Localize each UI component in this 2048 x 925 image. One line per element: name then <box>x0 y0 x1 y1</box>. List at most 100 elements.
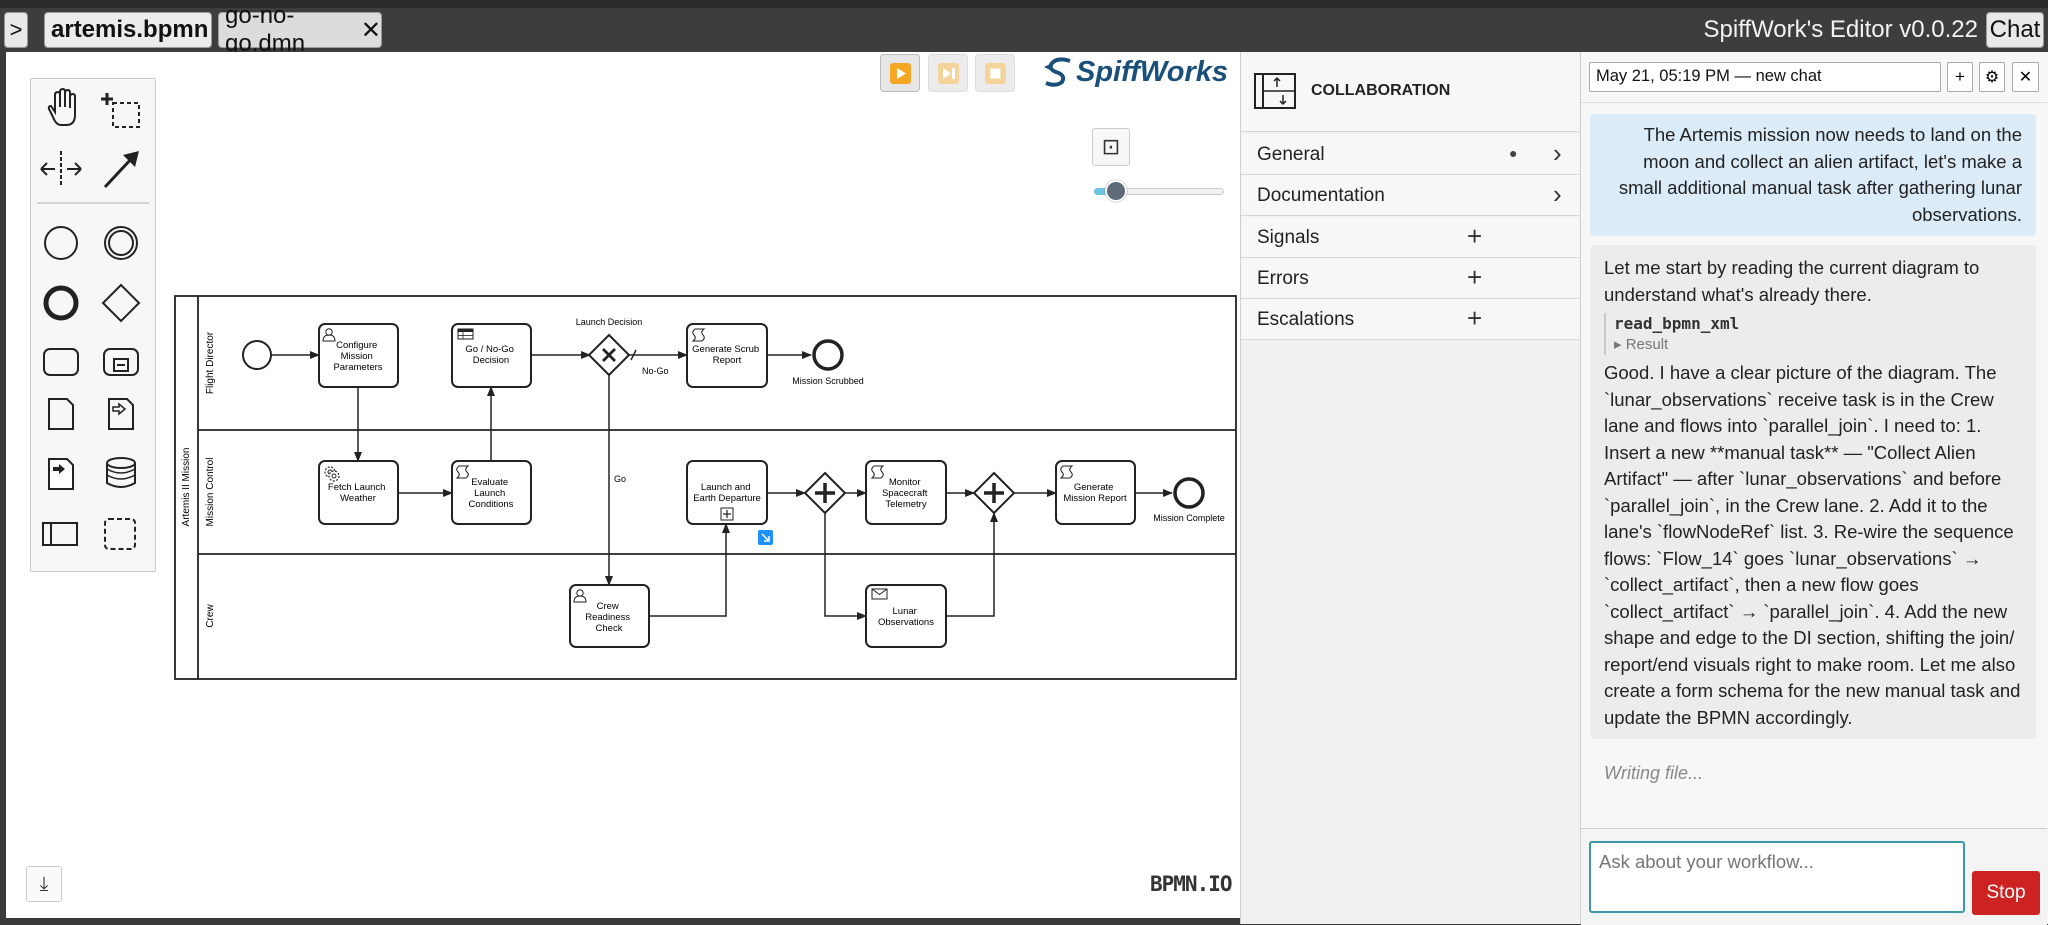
connect-tool-icon[interactable] <box>103 151 139 189</box>
tab-label: artemis.bpmn <box>51 16 209 43</box>
task-text-line: Conditions <box>469 499 514 510</box>
prop-group-general[interactable]: General ● › <box>1241 134 1579 175</box>
prop-group-label: Escalations <box>1257 309 1355 330</box>
play-icon <box>890 63 911 84</box>
zoom-slider[interactable] <box>1094 180 1224 202</box>
task-text-line: Launch and <box>701 482 751 493</box>
app-title: SpiffWork's Editor v0.0.22 <box>1703 16 1979 43</box>
end-event-icon[interactable] <box>43 285 79 321</box>
intermediate-event-icon[interactable] <box>104 226 138 260</box>
task-crew-readiness-check[interactable]: Crew Readiness Check <box>569 584 650 648</box>
tool-result-toggle[interactable]: ▸ Result <box>1614 336 1669 353</box>
participant-icon <box>1254 73 1296 109</box>
data-store-icon[interactable] <box>106 457 136 488</box>
bpmn-io-watermark[interactable]: BPMN.IO <box>1150 872 1233 896</box>
gateway-launch-decision[interactable] <box>587 333 631 377</box>
task-generate-scrub-report[interactable]: Generate Scrub Report <box>686 323 768 388</box>
stop-simulation-button[interactable] <box>975 54 1015 92</box>
prop-group-signals[interactable]: Signals + <box>1241 217 1579 258</box>
lasso-tool-icon[interactable] <box>101 93 140 128</box>
chat-message-list[interactable]: The Artemis mission now needs to land on… <box>1581 102 2047 829</box>
task-text-line: Parameters <box>333 362 382 373</box>
expand-label: > <box>9 17 23 42</box>
task-icon[interactable] <box>43 348 79 376</box>
chevron-right-icon[interactable]: › <box>1553 138 1562 168</box>
new-chat-button[interactable]: + <box>1947 62 1973 92</box>
add-error-icon[interactable]: + <box>1467 262 1483 292</box>
stop-generation-button[interactable]: Stop <box>1972 871 2040 915</box>
task-generate-mission-report[interactable]: Generate Mission Report <box>1055 460 1136 525</box>
task-configure-mission-parameters[interactable]: Configure Mission Parameters <box>318 323 399 388</box>
flow-label-no-go: No-Go <box>642 366 669 376</box>
chat-session-title: May 21, 05:19 PM — new chat <box>1596 67 1822 85</box>
task-text-line: Fetch Launch <box>328 482 386 493</box>
task-text-line: Go / No-Go <box>465 344 514 355</box>
subprocess-launch-and-earth-departure[interactable]: Launch and Earth Departure <box>686 460 768 525</box>
svg-text:Lunar Observations: Lunar Observations <box>878 606 934 628</box>
task-monitor-spacecraft-telemetry[interactable]: Monitor Spacecraft Telemetry <box>865 460 947 525</box>
prop-group-label: Errors <box>1257 268 1309 289</box>
add-signal-icon[interactable]: + <box>1467 221 1483 251</box>
chat-toggle-button[interactable]: Chat <box>1986 12 2044 48</box>
data-input-icon[interactable] <box>108 398 134 430</box>
task-text-line: Report <box>713 355 742 366</box>
fit-view-icon: ⊡ <box>1101 134 1121 159</box>
flow[interactable] <box>824 513 867 620</box>
task-fetch-launch-weather[interactable]: Fetch Launch Weather <box>318 460 399 525</box>
script-task-icon <box>870 465 885 479</box>
gateway-icon[interactable] <box>101 283 141 323</box>
zoom-thumb[interactable] <box>1104 180 1127 202</box>
pool-icon[interactable] <box>42 522 78 546</box>
group-icon[interactable] <box>104 518 136 550</box>
download-button[interactable]: ⤓ <box>26 866 62 902</box>
tool-call-name: read_bpmn_xml <box>1614 314 1740 333</box>
chat-session-select[interactable]: May 21, 05:19 PM — new chat <box>1589 62 1941 92</box>
parallel-gateway-join[interactable] <box>972 471 1016 515</box>
step-button[interactable] <box>928 54 968 92</box>
lane-label-crew: Crew <box>205 604 216 628</box>
task-lunar-observations[interactable]: Lunar Observations <box>865 584 947 648</box>
prop-group-errors[interactable]: Errors + <box>1241 258 1579 299</box>
service-task-icon <box>324 466 340 482</box>
receive-task-icon <box>871 588 888 600</box>
close-chat-button[interactable]: ✕ <box>2012 62 2039 92</box>
subprocess-icon[interactable] <box>103 348 139 376</box>
end-event-mission-scrubbed[interactable] <box>812 339 844 371</box>
task-text-line: Launch <box>474 488 505 499</box>
task-text-line: Mission Report <box>1063 493 1127 504</box>
task-text-line: Weather <box>340 493 376 504</box>
space-tool-icon[interactable] <box>40 151 82 187</box>
fit-view-button[interactable]: ⊡ <box>1092 128 1130 166</box>
expand-sidebar-button[interactable]: > <box>4 12 28 48</box>
play-button[interactable] <box>880 54 920 92</box>
task-evaluate-launch-conditions[interactable]: Evaluate Launch Conditions <box>451 460 532 525</box>
assistant-message: Let me start by reading the current diag… <box>1590 245 2036 739</box>
flow[interactable] <box>649 523 730 617</box>
start-event-icon[interactable] <box>44 226 78 260</box>
end-event-mission-complete[interactable] <box>1173 477 1205 509</box>
chat-settings-button[interactable]: ⚙ <box>1979 62 2005 92</box>
start-event[interactable] <box>242 340 272 370</box>
pool-label: Artemis II Mission <box>181 448 192 527</box>
task-text-line: Check <box>596 623 623 634</box>
chat-input[interactable] <box>1589 841 1965 913</box>
svg-text:Monitor Spacecraft: Monitor Spacecraft Telemetry <box>882 477 930 510</box>
step-icon <box>938 63 959 84</box>
parallel-gateway-split[interactable] <box>803 471 847 515</box>
task-text-line: Telemetry <box>885 499 926 510</box>
flow[interactable] <box>946 512 998 617</box>
chevron-right-icon[interactable]: › <box>1553 179 1562 209</box>
prop-group-documentation[interactable]: Documentation › <box>1241 175 1579 216</box>
task-text-line: Configure <box>336 340 377 351</box>
drilldown-icon[interactable] <box>758 530 773 545</box>
add-escalation-icon[interactable]: + <box>1467 303 1483 333</box>
svg-text:Crew Readiness Che: Crew Readiness Check <box>585 601 633 634</box>
close-tab-icon[interactable]: ✕ <box>360 16 381 44</box>
prop-group-escalations[interactable]: Escalations + <box>1241 299 1579 340</box>
data-object-icon[interactable] <box>48 398 74 430</box>
collapsed-subprocess-marker[interactable] <box>720 507 734 521</box>
data-output-icon[interactable] <box>48 458 74 490</box>
hand-tool-icon[interactable] <box>47 87 76 126</box>
task-go-no-go-decision[interactable]: Go / No-Go Decision <box>451 323 532 388</box>
properties-header-title: COLLABORATION <box>1311 82 1451 99</box>
